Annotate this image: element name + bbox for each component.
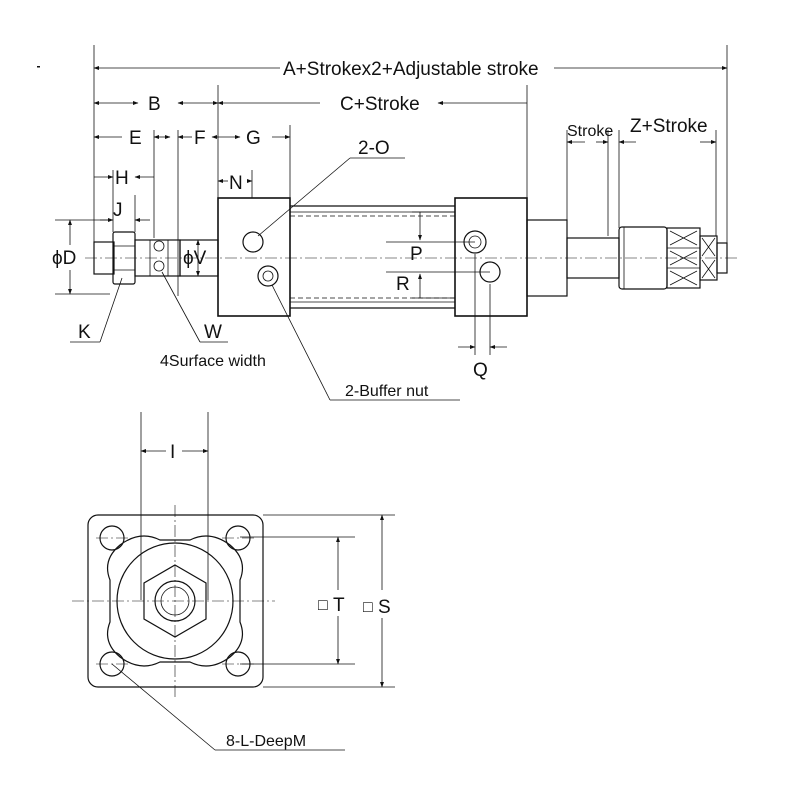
- dim-phi-d: ϕD: [52, 248, 76, 269]
- dim-w: W: [204, 322, 222, 343]
- dim-i: I: [170, 442, 175, 463]
- dim-h: H: [115, 168, 129, 189]
- dim-j: J: [113, 200, 123, 221]
- dim-c-stroke: C+Stroke: [340, 94, 420, 115]
- dim-2-o: 2-O: [358, 138, 390, 159]
- dim-t: T: [333, 595, 345, 616]
- dim-p: P: [410, 244, 423, 265]
- dim-e: E: [129, 128, 142, 149]
- rear-cover: [454, 197, 528, 317]
- dim-q: Q: [473, 360, 488, 381]
- dim-s: S: [378, 597, 391, 618]
- buffer-nut-front: [257, 265, 279, 287]
- dim-g: G: [246, 128, 261, 149]
- square-symbol-t: □: [318, 597, 328, 614]
- surface-width-note: 4Surface width: [160, 353, 266, 370]
- rod-thread-stud: [93, 241, 115, 275]
- dim-n: N: [229, 173, 243, 194]
- dim-k: K: [78, 322, 91, 343]
- dim-f: F: [194, 128, 206, 149]
- dim-overall-length: A+Strokex2+Adjustable stroke: [283, 59, 539, 80]
- dim-phi-v: ϕV: [183, 248, 207, 269]
- buffer-nut-label: 2-Buffer nut: [345, 383, 429, 400]
- wrench-flat-mark-top: [153, 240, 165, 252]
- dim-r: R: [396, 274, 410, 295]
- end-view: I □ T □ S 8-L-DeepM: [72, 412, 395, 751]
- adjust-stud-end: [716, 242, 728, 274]
- dim-stroke: Stroke: [567, 123, 613, 140]
- end-plate-inner-contour: [107, 535, 243, 667]
- stray-mark: [37, 66, 40, 68]
- dim-b: B: [148, 94, 161, 115]
- square-symbol-s: □: [363, 599, 373, 616]
- dim-z-stroke: Z+Stroke: [630, 116, 708, 137]
- front-cover: [217, 197, 291, 317]
- wrench-flat-mark-bottom: [153, 260, 165, 272]
- thread-hole-label: 8-L-DeepM: [226, 733, 306, 750]
- side-view: A+Strokex2+Adjustable stroke B C+Stroke …: [52, 45, 740, 401]
- port-front: [242, 231, 264, 253]
